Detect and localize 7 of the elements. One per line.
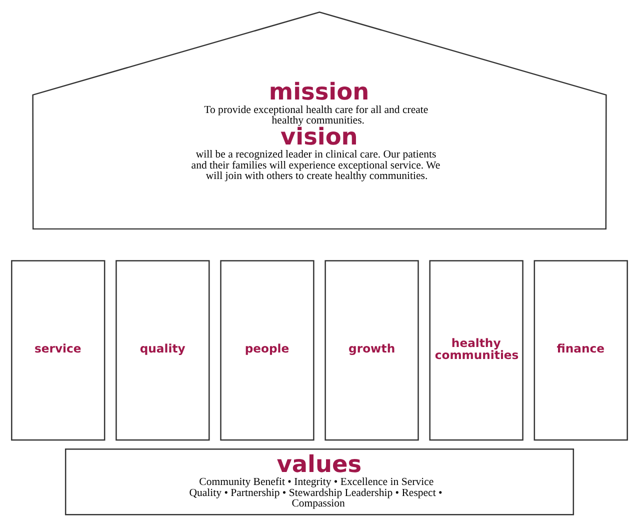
node-box: growth [324,260,419,441]
node-box: service [11,260,106,441]
node-box: values Community Benefit • Integrity • Excellence in Service Quality • Partnership • Stewardship Leadership • Respect • Compassion [64,448,574,516]
node-box: healthy communities [429,260,524,441]
node-box: people [220,260,314,441]
node-box: finance [534,260,628,441]
node-box: quality [116,260,210,441]
